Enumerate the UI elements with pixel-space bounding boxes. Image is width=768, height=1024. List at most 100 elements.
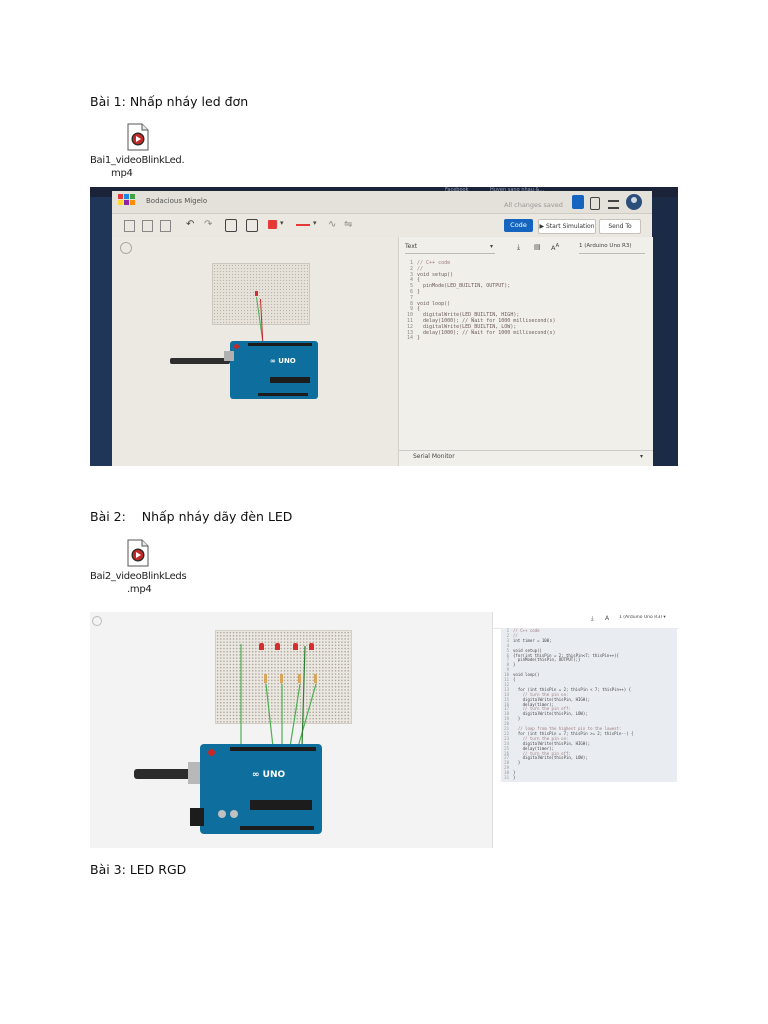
code-line: } — [513, 760, 521, 766]
resistor[interactable] — [264, 674, 267, 683]
home-view-icon[interactable] — [120, 242, 132, 254]
tinkercad-screenshot-1: Facebook Huyen sang nhau &... Bodacious … — [90, 187, 678, 466]
start-simulation-button[interactable]: ▶ Start Simulation — [538, 219, 596, 234]
chevron-down-icon[interactable]: ▾ — [280, 219, 284, 227]
chevron-down-icon[interactable]: ▾ — [313, 219, 317, 227]
code-line-number: 3 — [409, 271, 413, 278]
code-line-number: 8 — [506, 662, 509, 668]
video-attachment-1[interactable]: Bai1_videoBlinkLed. mp4 — [90, 123, 200, 183]
code-line: for (int thisPin = 2; thisPin < 7; thisP… — [513, 686, 632, 692]
code-line-number: 6 — [506, 652, 509, 658]
code-line: digitalWrite(LED_BUILTIN, HIGH); — [417, 312, 520, 319]
code-line-number: 12 — [504, 681, 509, 687]
led[interactable] — [309, 643, 314, 650]
board-select[interactable]: 1 (Arduino Uno R3) — [579, 243, 645, 254]
code-line-number: 9 — [506, 667, 509, 673]
code-line: delay(timer); — [513, 701, 554, 707]
code-line-number: 25 — [504, 745, 509, 751]
code-line-number: 28 — [504, 760, 509, 766]
component-icon[interactable] — [590, 197, 600, 210]
undo-icon[interactable]: ↶ — [186, 219, 195, 230]
exercise-3-heading: Bài 3: LED RGD — [90, 862, 187, 877]
code-line-number: 19 — [504, 716, 509, 722]
code-line: { — [417, 277, 421, 284]
wire-color-icon[interactable] — [296, 224, 310, 226]
tinkercad-window: Bodacious Migelo All changes saved ↶ ↷ ▾… — [112, 191, 653, 466]
led[interactable] — [275, 643, 280, 650]
code-line: // turn the pin on: — [513, 691, 569, 697]
code-line-number: 8 — [409, 300, 413, 307]
send-to-button[interactable]: Send To — [599, 219, 641, 234]
circuit-canvas[interactable]: ∞ UNO — [90, 612, 492, 848]
code-panel: ⤓ A 1 (Arduino Uno R3) ▾ 1 // C++ code 2 //… — [492, 612, 678, 848]
editor-mode-select[interactable]: Text▾ — [405, 243, 495, 254]
code-line-number: 26 — [504, 750, 509, 756]
home-view-icon[interactable] — [92, 616, 102, 626]
code-line: digitalWrite(thisPin, HIGH); — [513, 696, 591, 702]
download-icon[interactable]: ⤓ — [517, 243, 521, 251]
code-line: int timer = 100; — [513, 637, 552, 643]
led[interactable] — [259, 643, 264, 650]
copy-icon[interactable] — [142, 220, 153, 232]
new-icon[interactable] — [124, 220, 135, 232]
code-line: } — [513, 770, 516, 776]
code-line-number: 14 — [504, 691, 509, 697]
tinkercad-logo-icon[interactable] — [118, 194, 136, 210]
attachment-filename: Bai1_videoBlinkLed. mp4 — [90, 155, 185, 179]
tinkercad-header: Bodacious Migelo All changes saved — [112, 191, 652, 214]
view-icon[interactable] — [246, 219, 258, 232]
avatar[interactable] — [626, 194, 642, 210]
arduino-uno-board[interactable]: ∞ UNO — [224, 341, 318, 399]
resistor[interactable] — [298, 674, 301, 683]
code-line-number: 11 — [406, 318, 413, 324]
video-attachment-2[interactable]: Bai2_videoBlinkLeds .mp4 — [90, 539, 200, 599]
code-line: // turn the pin off: — [513, 750, 571, 756]
project-name[interactable]: Bodacious Migelo — [146, 197, 208, 205]
code-button[interactable]: Code — [504, 219, 533, 232]
circuit-canvas[interactable]: ∞ UNO — [112, 237, 397, 466]
code-line-number: 5 — [506, 647, 509, 653]
code-line-number: 18 — [504, 711, 509, 717]
notes-icon[interactable] — [225, 219, 237, 232]
code-line: pinMode(thisPin, OUTPUT);} — [513, 657, 581, 663]
code-line-number: 24 — [504, 740, 509, 746]
libraries-icon[interactable]: ▤ — [534, 243, 541, 251]
arduino-uno-board[interactable]: ∞ UNO — [190, 744, 322, 834]
flip-icon[interactable]: ⇋ — [344, 219, 353, 230]
redo-icon[interactable]: ↷ — [204, 219, 213, 230]
font-size-icon[interactable]: AA — [551, 243, 560, 253]
serial-monitor-bar[interactable]: Serial Monitor ▾ — [399, 450, 653, 463]
code-line: void setup() — [417, 271, 454, 278]
list-icon[interactable] — [608, 200, 619, 209]
code-line-number: 30 — [504, 770, 509, 776]
led[interactable] — [293, 643, 298, 650]
code-line: { — [513, 677, 516, 682]
code-line-number: 1 — [506, 628, 509, 633]
download-icon[interactable]: ⤓ — [591, 615, 594, 622]
exercise-1-heading: Bài 1: Nhấp nháy led đơn — [90, 94, 249, 109]
code-line-number: 4 — [506, 642, 509, 648]
uno-label: ∞ UNO — [270, 357, 296, 365]
code-line-number: 31 — [504, 775, 509, 780]
uno-label: ∞ UNO — [252, 770, 286, 780]
board-select[interactable]: 1 (Arduino Uno R3) ▾ — [619, 615, 666, 620]
breadboard[interactable] — [215, 630, 352, 724]
monitor-bezel — [90, 197, 112, 466]
video-file-icon — [127, 539, 149, 567]
resistor[interactable] — [314, 674, 317, 683]
code-line: // C++ code — [513, 628, 540, 633]
usb-cable — [134, 769, 210, 779]
code-line-number: 2 — [506, 632, 509, 638]
font-size-icon[interactable]: A — [605, 615, 610, 622]
code-line-number: 14 — [406, 335, 413, 342]
delete-icon[interactable] — [160, 220, 171, 232]
code-line: void loop() — [513, 672, 540, 678]
circuit-view-icon[interactable] — [572, 195, 584, 209]
led[interactable] — [255, 291, 258, 296]
resistor[interactable] — [280, 674, 283, 683]
color-picker-icon[interactable] — [268, 220, 277, 229]
code-line-number: 16 — [504, 701, 509, 707]
wire-type-icon[interactable]: ∿ — [328, 219, 337, 230]
